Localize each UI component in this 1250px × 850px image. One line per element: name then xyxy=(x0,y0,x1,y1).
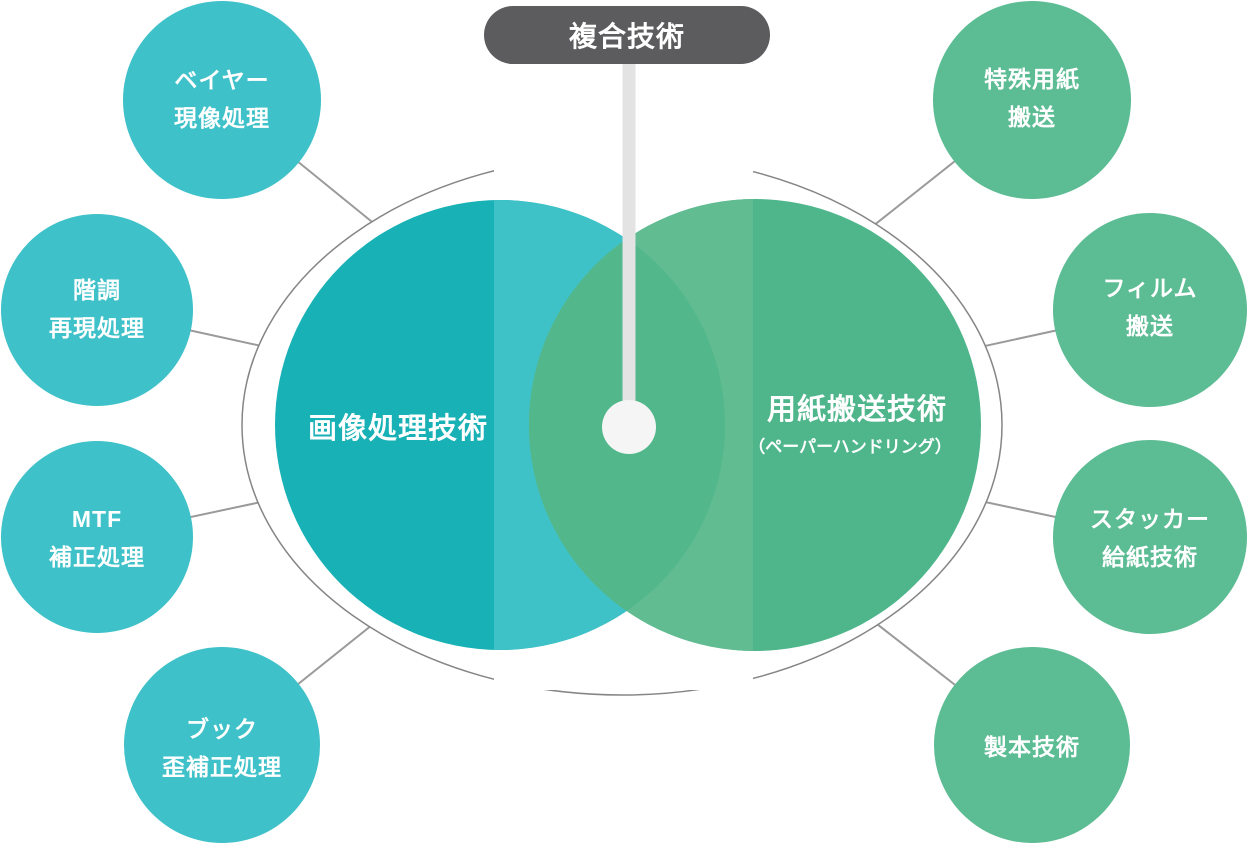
node-circle-bookbinding xyxy=(934,647,1130,843)
node-label-line: フィルム xyxy=(1102,275,1198,301)
node-label-line: 補正処理 xyxy=(49,544,145,570)
overlap-lens xyxy=(529,200,725,650)
node-label-line: 製本技術 xyxy=(984,734,1080,760)
node-label-bookbinding: 製本技術 xyxy=(984,728,1080,766)
badge-label: 複合技術 xyxy=(568,21,686,52)
node-label-line: スタッカー xyxy=(1090,506,1210,532)
node-label-mtf: MTF 補正処理 xyxy=(49,500,145,576)
node-label-line: 給紙技術 xyxy=(1102,544,1198,570)
badge-pill xyxy=(484,6,770,64)
node-label-special-paper: 特殊用紙 搬送 xyxy=(984,60,1080,136)
node-label-line: 歪補正処理 xyxy=(162,754,282,780)
node-circle-special-paper xyxy=(933,1,1131,199)
left-circle-label: 画像処理技術 xyxy=(307,413,489,445)
node-label-stacker: スタッカー 給紙技術 xyxy=(1090,500,1210,576)
node-label-line: 特殊用紙 xyxy=(984,66,1080,92)
node-circle-mtf xyxy=(1,441,193,633)
node-label-gradation: 階調 再現処理 xyxy=(49,271,145,347)
stem-dot xyxy=(602,400,656,454)
node-circle-film xyxy=(1053,213,1247,407)
node-label-line: 現像処理 xyxy=(174,105,270,131)
node-label-line: 搬送 xyxy=(1126,313,1174,339)
right-circle-sublabel: （ペーパーハンドリング） xyxy=(748,437,952,457)
node-circle-gradation xyxy=(1,214,193,406)
node-circle-bayer xyxy=(123,1,321,199)
right-circle-label: 用紙搬送技術 xyxy=(766,394,948,426)
node-label-film: フィルム 搬送 xyxy=(1102,269,1197,345)
node-circle-stacker xyxy=(1053,440,1247,634)
node-label-line: 再現処理 xyxy=(49,315,145,341)
node-label-line: 搬送 xyxy=(1008,104,1056,130)
stem-line xyxy=(622,58,636,428)
node-label-line: MTF xyxy=(71,506,123,532)
node-label-line: ブック xyxy=(186,716,258,742)
node-label-line: 階調 xyxy=(73,277,121,303)
node-label-book: ブック 歪補正処理 xyxy=(162,710,282,786)
node-label-line: ベイヤー xyxy=(174,67,270,93)
node-label-bayer: ベイヤー 現像処理 xyxy=(174,61,270,137)
node-circle-book xyxy=(124,647,320,843)
